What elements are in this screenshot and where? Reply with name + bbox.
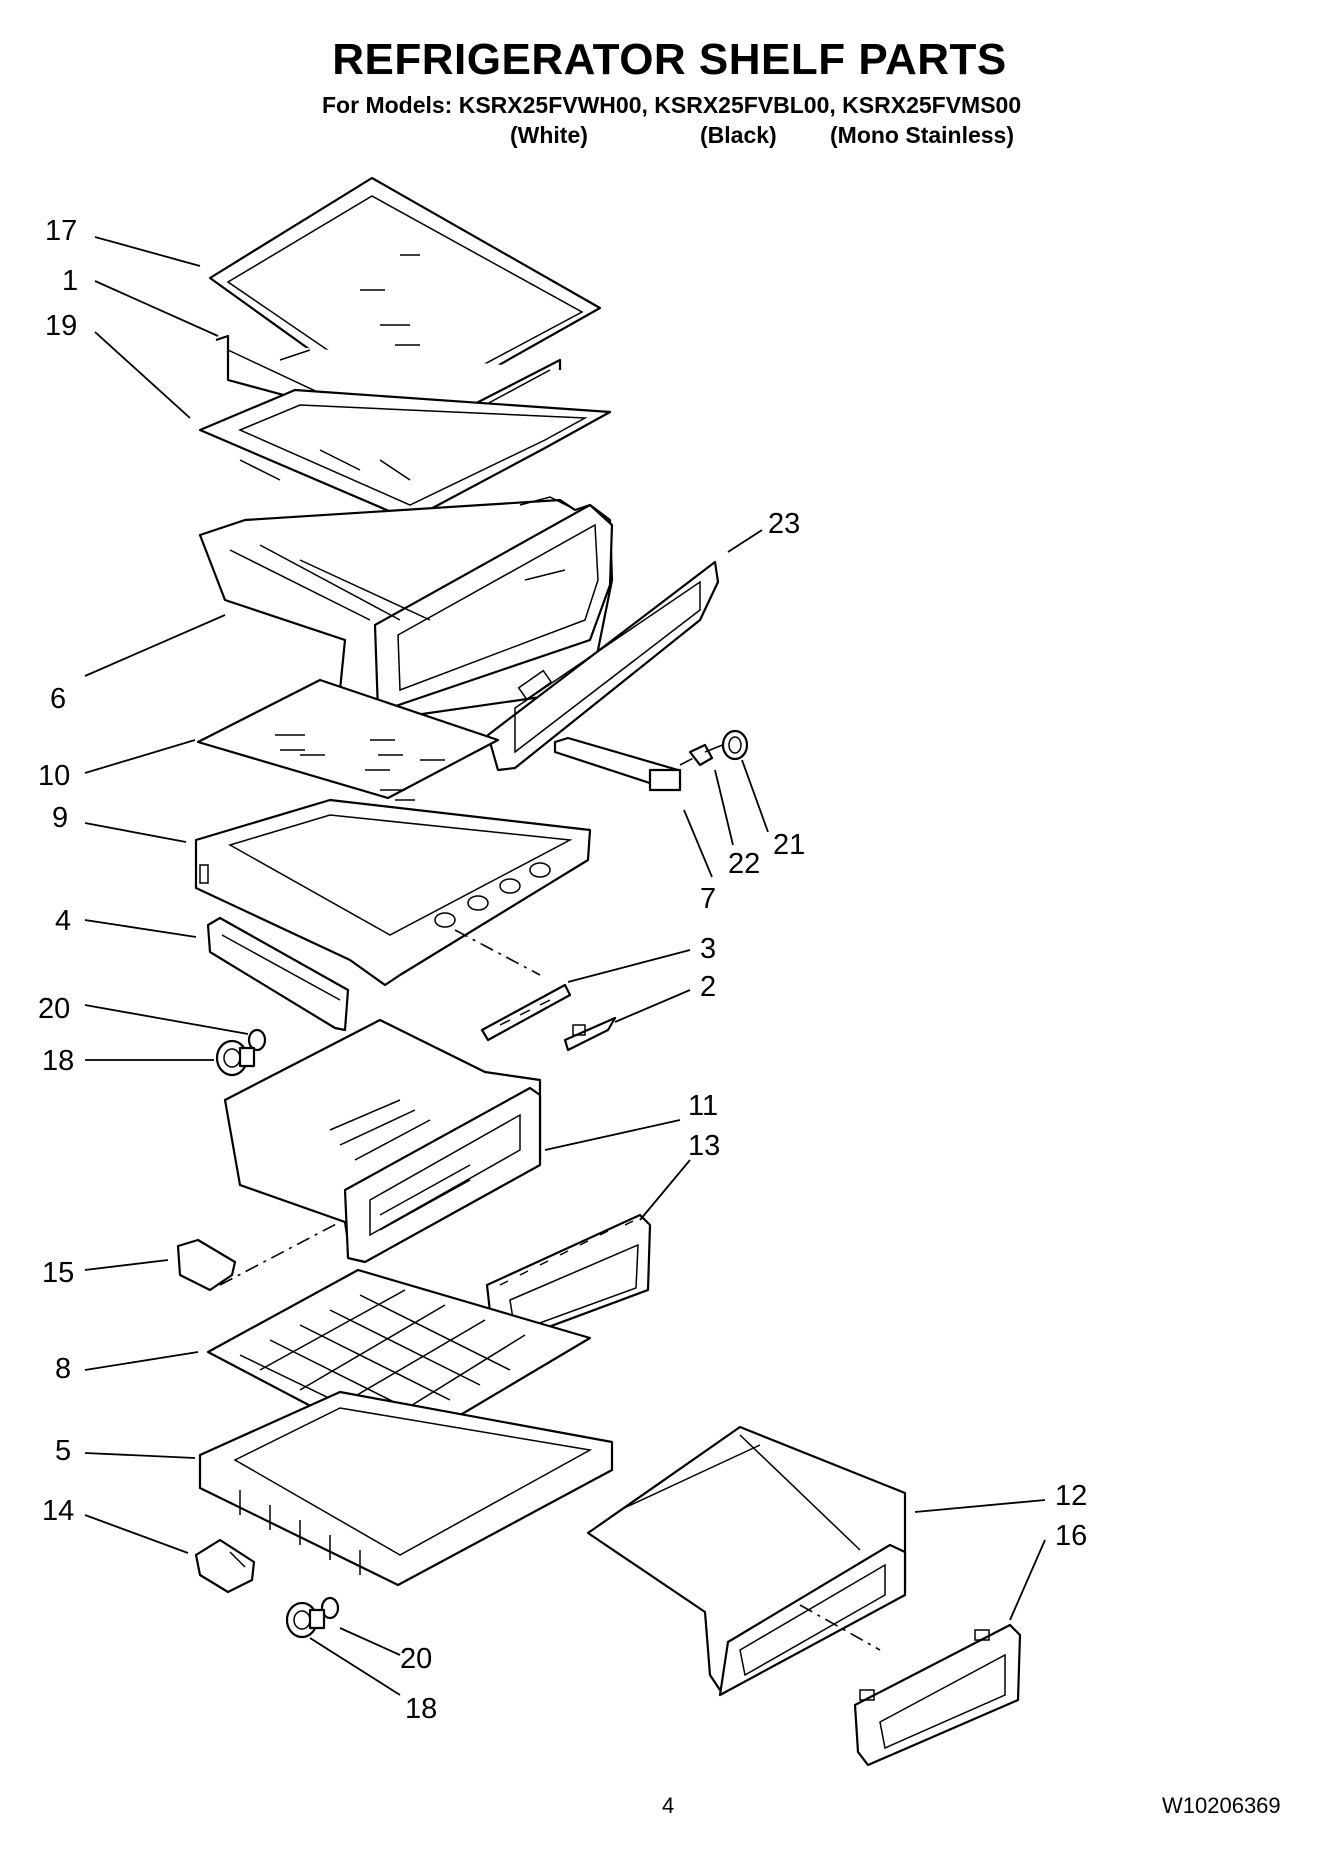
callout-20-lower: 20 [400, 1643, 432, 1675]
models-line: For Models: KSRX25FVWH00, KSRX25FVBL00, … [322, 92, 1022, 118]
part-2-clip [563, 1016, 617, 1052]
callout-15: 15 [42, 1257, 74, 1289]
callout-16: 16 [1055, 1520, 1087, 1552]
callout-13: 13 [688, 1130, 720, 1162]
callout-9: 9 [52, 802, 68, 834]
callout-3: 3 [700, 933, 716, 965]
part-21-knob [721, 729, 749, 761]
callout-22: 22 [728, 848, 760, 880]
callout-19: 19 [45, 310, 77, 342]
part-3-bracket [480, 983, 572, 1042]
callout-21: 21 [773, 829, 805, 861]
leader-lines [84, 236, 1046, 1696]
callout-1: 1 [62, 265, 78, 297]
callout-20-upper: 20 [38, 993, 70, 1025]
callout-8: 8 [55, 1353, 71, 1385]
page-title: REFRIGERATOR SHELF PARTS [332, 35, 1007, 84]
callout-numbers: 17 1 19 23 6 10 9 21 22 7 4 3 2 20 18 11… [38, 215, 1087, 1725]
callout-6: 6 [50, 683, 66, 715]
guide-line-3 [454, 929, 541, 976]
callout-10: 10 [38, 760, 70, 792]
part-19-cover-frame [198, 388, 612, 522]
document-number: W10206369 [1162, 1793, 1281, 1818]
part-5-lower-frame [198, 1390, 614, 1587]
part-9-crisper-frame [194, 798, 592, 987]
callout-4: 4 [55, 905, 71, 937]
callout-11: 11 [688, 1090, 718, 1122]
part-6-pantry-drawer [198, 496, 614, 722]
callout-12: 12 [1055, 1480, 1087, 1512]
part-12-deli-drawer [586, 1425, 907, 1697]
variant-mono-stainless: (Mono Stainless) [830, 122, 1015, 148]
callout-5: 5 [55, 1435, 71, 1467]
callout-17: 17 [45, 215, 77, 247]
callout-7: 7 [700, 883, 716, 915]
callout-14: 14 [42, 1495, 74, 1527]
part-20-washer-upper [247, 1028, 267, 1052]
part-15-end-cap [176, 1238, 237, 1292]
part-7-slide-rail [553, 736, 706, 792]
variant-white: (White) [510, 122, 588, 148]
variant-black: (Black) [700, 122, 777, 148]
part-16-deli-front [853, 1623, 1022, 1767]
part-18-knob-upper [215, 1039, 256, 1077]
part-10-glass-insert [196, 678, 500, 801]
callout-23: 23 [768, 508, 800, 540]
page-number: 4 [662, 1793, 675, 1818]
part-14-end-cap [194, 1538, 256, 1594]
part-22-screw [688, 743, 726, 767]
part-11-crisper-drawer [223, 1018, 542, 1264]
part-4-divider-rail [206, 916, 350, 1032]
part-20-washer-lower [320, 1596, 340, 1620]
part-23-drawer-front-cover [486, 560, 720, 772]
callout-2: 2 [700, 971, 716, 1003]
callout-18-upper: 18 [42, 1045, 74, 1077]
part-18-knob-lower [285, 1601, 326, 1639]
callout-18-lower: 18 [405, 1693, 437, 1725]
guide-line-15 [219, 1221, 341, 1286]
